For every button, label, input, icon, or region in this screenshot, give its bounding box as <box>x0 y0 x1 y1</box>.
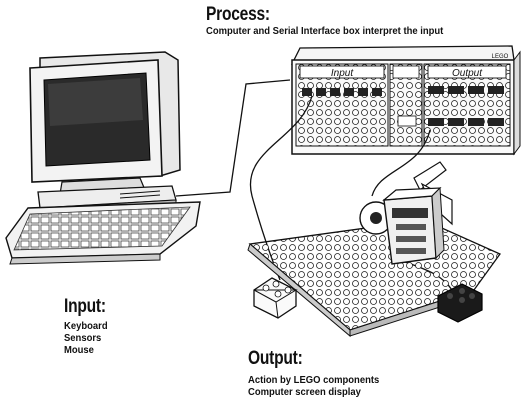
process-heading: Process: <box>206 4 270 25</box>
keyboard-icon <box>5 201 201 265</box>
output-item-lego-action: Action by LEGO components <box>248 374 380 386</box>
input-list: Keyboard Sensors Mouse <box>64 320 108 356</box>
input-heading: Input: <box>64 296 106 317</box>
computer-icon <box>29 51 181 215</box>
motor-cable <box>371 129 431 197</box>
interface-input-label: Input <box>331 68 354 79</box>
output-list: Action by LEGO components Computer scree… <box>248 374 379 398</box>
input-item-sensors: Sensors <box>64 332 102 344</box>
interface-box-icon: Input Output LEGO <box>290 45 521 156</box>
serial-cable <box>175 79 291 197</box>
input-item-mouse: Mouse <box>64 344 94 356</box>
lego-motor-fan-icon <box>359 161 453 265</box>
touch-sensor-icon <box>253 277 298 319</box>
output-heading: Output: <box>248 348 303 369</box>
output-item-screen-display: Computer screen display <box>248 386 361 398</box>
interface-output-label: Output <box>452 68 483 79</box>
input-item-keyboard: Keyboard <box>64 320 108 332</box>
interface-logo: LEGO <box>492 54 509 60</box>
lego-brick-icon <box>437 283 483 323</box>
process-description: Computer and Serial Interface box interp… <box>206 25 444 37</box>
